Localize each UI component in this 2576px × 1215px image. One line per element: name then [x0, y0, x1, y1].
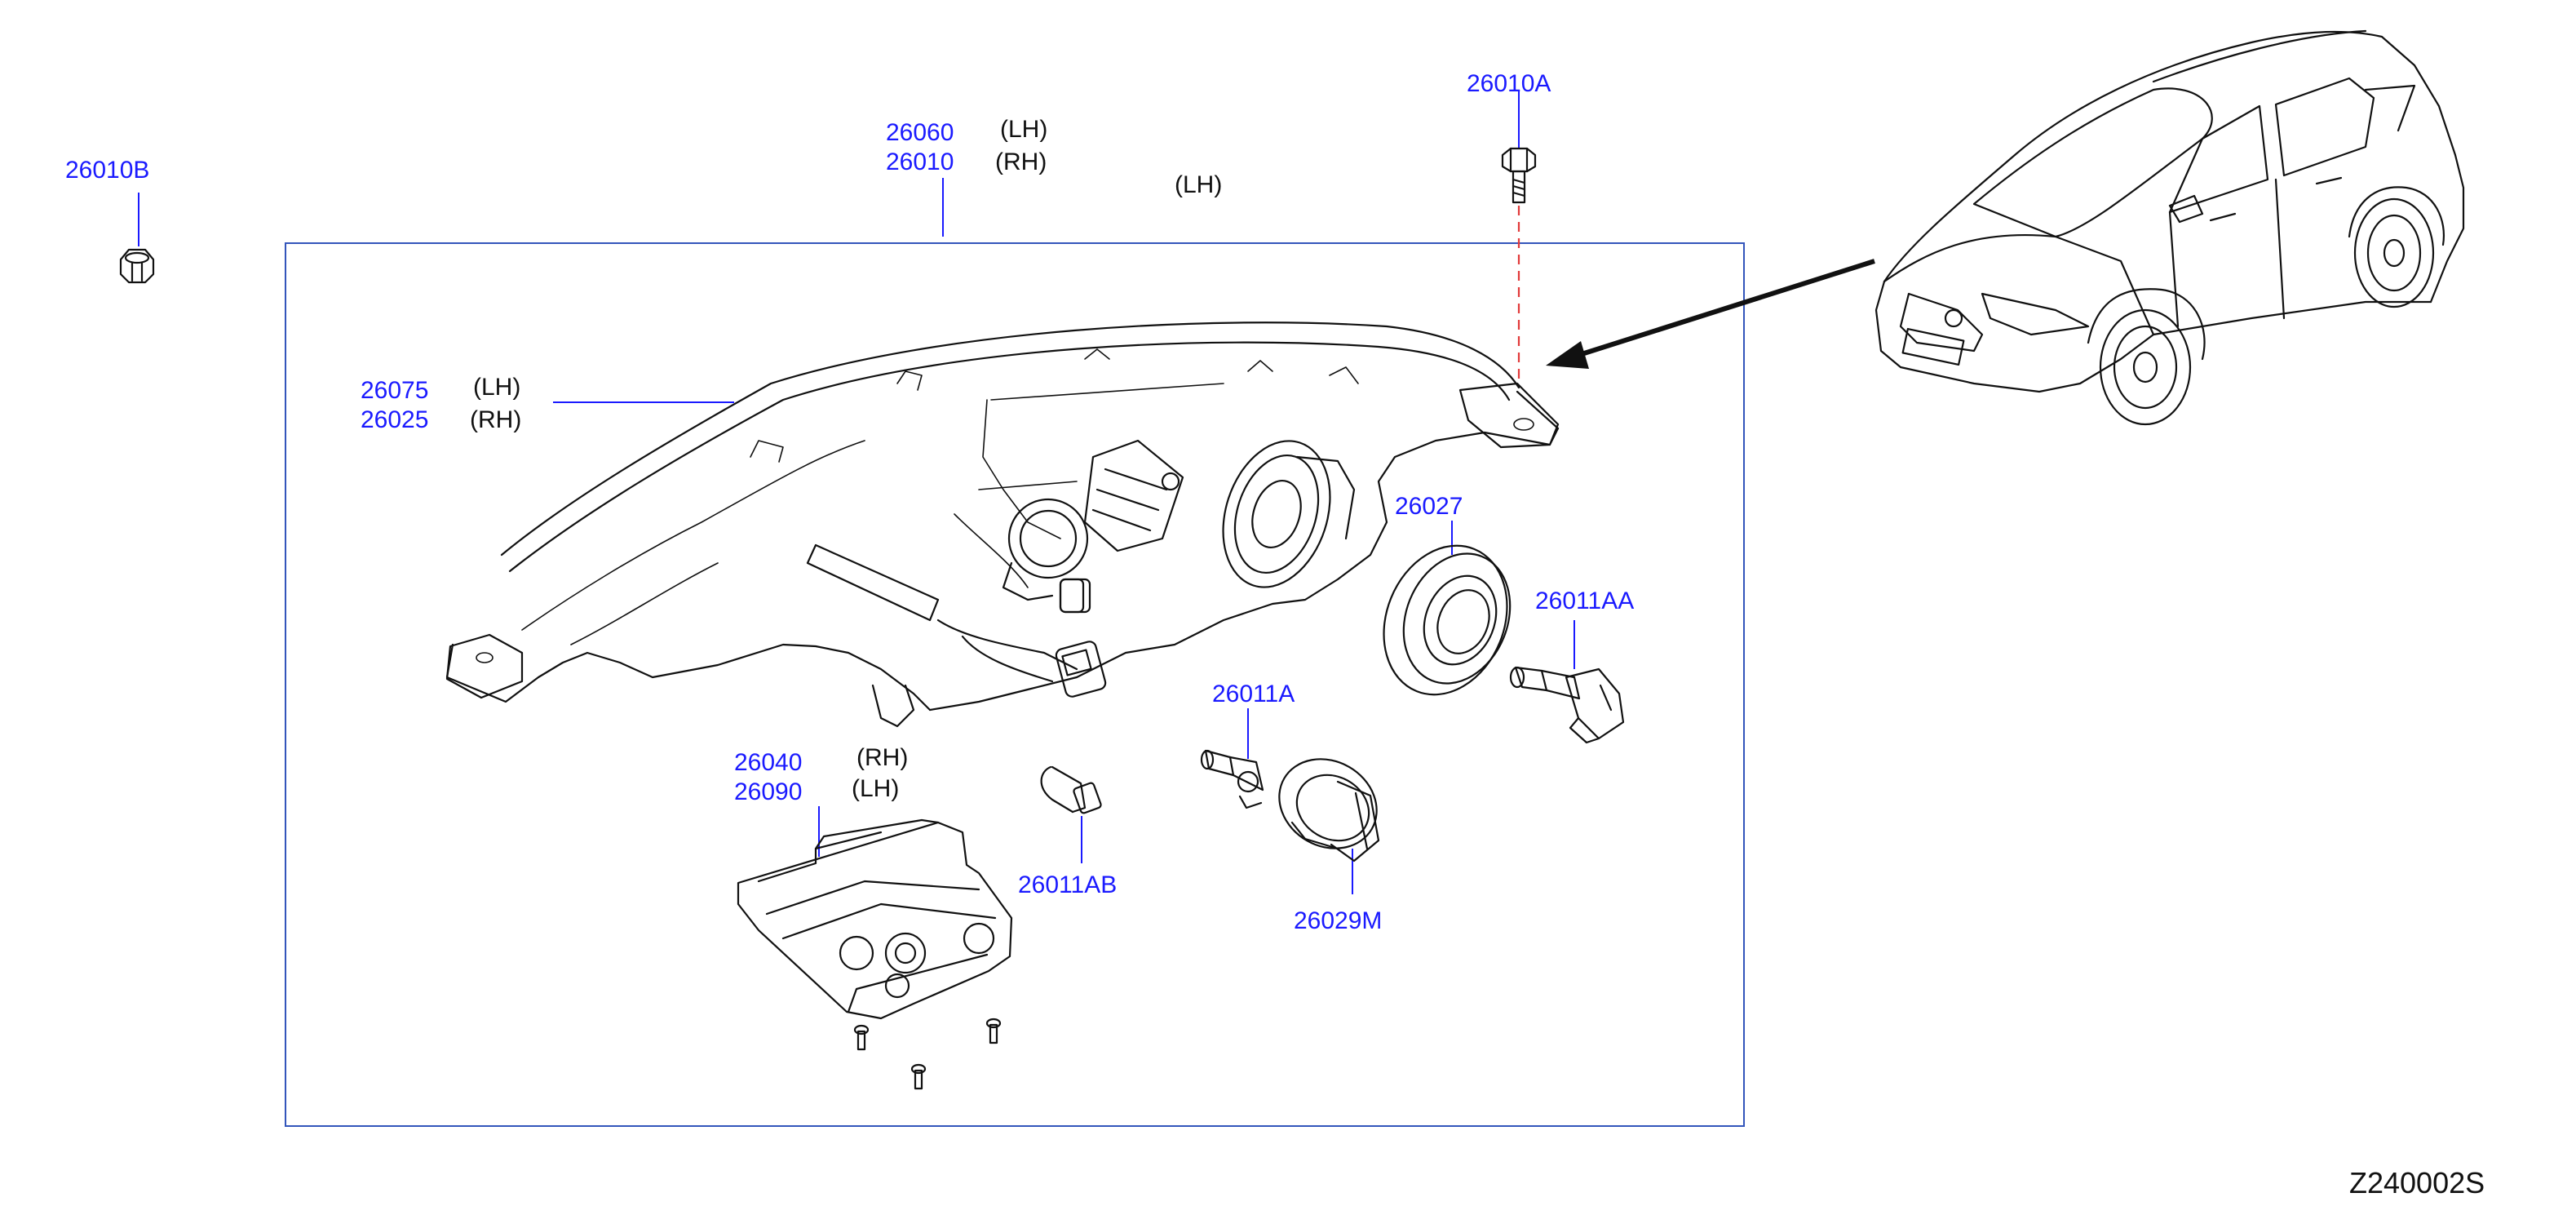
screw-icon [853, 1024, 870, 1051]
socket-icon [1278, 758, 1380, 862]
leader-lines [138, 90, 1575, 894]
callout-26025[interactable]: 26025 [361, 406, 428, 433]
side-label: (LH) [1175, 171, 1222, 198]
side-label: (LH) [1000, 116, 1047, 143]
headlamp-housing-illustration [445, 321, 1560, 728]
callout-26011AA[interactable]: 26011AA [1535, 588, 1634, 614]
side-label: (RH) [995, 149, 1047, 175]
bulb-icon [1200, 749, 1264, 809]
screw-icon [910, 1063, 927, 1090]
nut-icon [119, 248, 155, 284]
screw-icon [985, 1018, 1002, 1044]
bulb-icon [1509, 666, 1625, 744]
side-labels: (LH) (RH) (LH) (LH) (RH) (RH) (LH) [470, 116, 1222, 802]
callout-26011A[interactable]: 26011A [1212, 681, 1295, 707]
vehicle-illustration [1874, 29, 2465, 426]
bracket-icon [737, 818, 1013, 1020]
callout-26090[interactable]: 26090 [734, 778, 802, 805]
assembly-frame [285, 242, 1745, 1127]
callout-26060[interactable]: 26060 [886, 119, 954, 146]
seal-ring-icon [1383, 544, 1512, 696]
callout-26010A[interactable]: 26010A [1467, 70, 1551, 97]
callout-26029M[interactable]: 26029M [1294, 907, 1382, 934]
callout-26040[interactable]: 26040 [734, 749, 802, 776]
callout-26011AB[interactable]: 26011AB [1018, 871, 1117, 898]
callout-26010B[interactable]: 26010B [65, 157, 149, 184]
callout-26075[interactable]: 26075 [361, 377, 428, 404]
location-arrow [1546, 259, 1875, 369]
callouts: 26010B 26060 26010 26010A 26075 26025 26… [65, 70, 1634, 934]
side-label: (RH) [856, 744, 908, 771]
callout-26027[interactable]: 26027 [1395, 493, 1463, 520]
bulb-icon [1040, 765, 1102, 814]
callout-26010[interactable]: 26010 [886, 149, 954, 175]
side-label: (RH) [470, 406, 521, 433]
bolt-icon [1501, 147, 1537, 204]
side-label: (LH) [473, 374, 520, 401]
diagram-code: Z240002S [2349, 1166, 2485, 1199]
side-label: (LH) [852, 775, 899, 802]
